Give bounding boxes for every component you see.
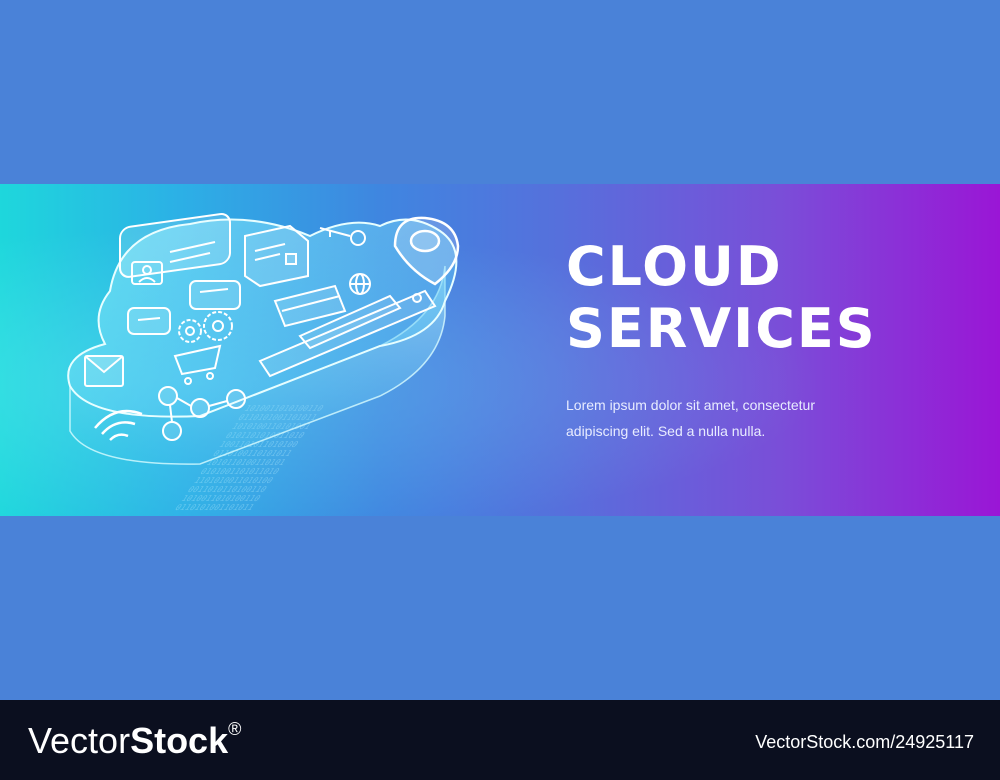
headline-line-2: SERVICES bbox=[566, 297, 877, 360]
headline-line-1: CLOUD bbox=[566, 235, 783, 298]
wifi-icon bbox=[94, 409, 143, 441]
image-credit: VectorStock.com/24925117 bbox=[755, 732, 974, 752]
cloud-top bbox=[67, 218, 458, 418]
description-line-1: Lorem ipsum dolor sit amet, consectetur bbox=[566, 397, 815, 413]
logo-part-1: Vector bbox=[28, 720, 131, 761]
registered-mark: ® bbox=[228, 719, 242, 739]
description-line-2: adipiscing elit. Sed a nulla nulla. bbox=[566, 423, 766, 439]
network-users-icon bbox=[158, 386, 246, 441]
document-check-icon bbox=[244, 224, 309, 288]
cloud-illustration bbox=[67, 212, 460, 465]
search-bar-icon bbox=[258, 289, 437, 378]
headline: CLOUD SERVICES bbox=[566, 236, 877, 360]
watermark-footer: VectorStock® VectorStock.com/24925117 bbox=[0, 700, 1000, 780]
hero-banner: 1010011010100110 0110101001101011 101010… bbox=[0, 184, 1000, 516]
chat-bubble-small-icon bbox=[127, 280, 241, 335]
gears-icon bbox=[178, 311, 233, 343]
description: Lorem ipsum dolor sit amet, consectetur … bbox=[566, 392, 876, 444]
credit-card-icon bbox=[273, 284, 347, 328]
shopping-cart-icon bbox=[173, 344, 222, 385]
vectorstock-logo: VectorStock® bbox=[28, 716, 241, 766]
key-icon bbox=[319, 227, 366, 246]
envelope-icon bbox=[84, 355, 124, 387]
logo-part-2: Stock bbox=[130, 720, 229, 761]
user-profile-icon bbox=[131, 261, 163, 285]
globe-icon bbox=[349, 273, 371, 295]
location-pin-icon bbox=[393, 216, 460, 286]
